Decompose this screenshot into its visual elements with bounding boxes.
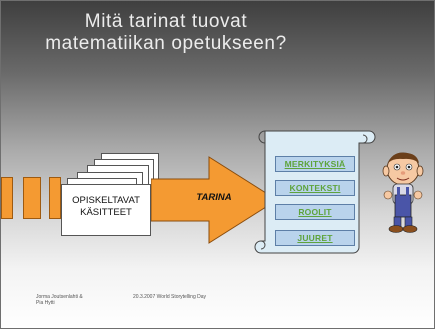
option-roolit[interactable]: ROOLIT	[275, 204, 355, 220]
concepts-line1: OPISKELTAVAT	[72, 195, 140, 206]
concepts-document: OPISKELTAVAT KÄSITTEET	[61, 184, 151, 236]
orange-block-1	[1, 177, 13, 219]
option-konteksti[interactable]: KONTEKSTI	[275, 180, 355, 196]
footer-author: Jorma Joutsenlahti & Pia Hytti	[36, 294, 83, 306]
arrow-label: TARINA	[196, 192, 232, 203]
story-arrow-icon	[151, 156, 278, 244]
option-merkityksia[interactable]: MERKITYKSIÄ	[275, 156, 355, 172]
footer-author-line2: Pia Hytti	[36, 300, 55, 306]
concepts-line2: KÄSITTEET	[80, 207, 132, 218]
slide-title-line2: matematiikan opetukseen?	[45, 33, 287, 54]
slide-title-line1: Mitä tarinat tuovat	[84, 11, 248, 32]
orange-block-2	[23, 177, 41, 219]
cartoon-boy-icon	[382, 152, 424, 233]
option-juuret[interactable]: JUURET	[275, 230, 355, 246]
footer-date-event: 20.3.2007 World Storytelling Day	[133, 294, 207, 300]
slide-title: Mitä tarinat tuovat matematiikan opetuks…	[1, 11, 331, 55]
footer-author-line1: Jorma Joutsenlahti &	[36, 294, 83, 300]
orange-block-3	[49, 177, 61, 219]
